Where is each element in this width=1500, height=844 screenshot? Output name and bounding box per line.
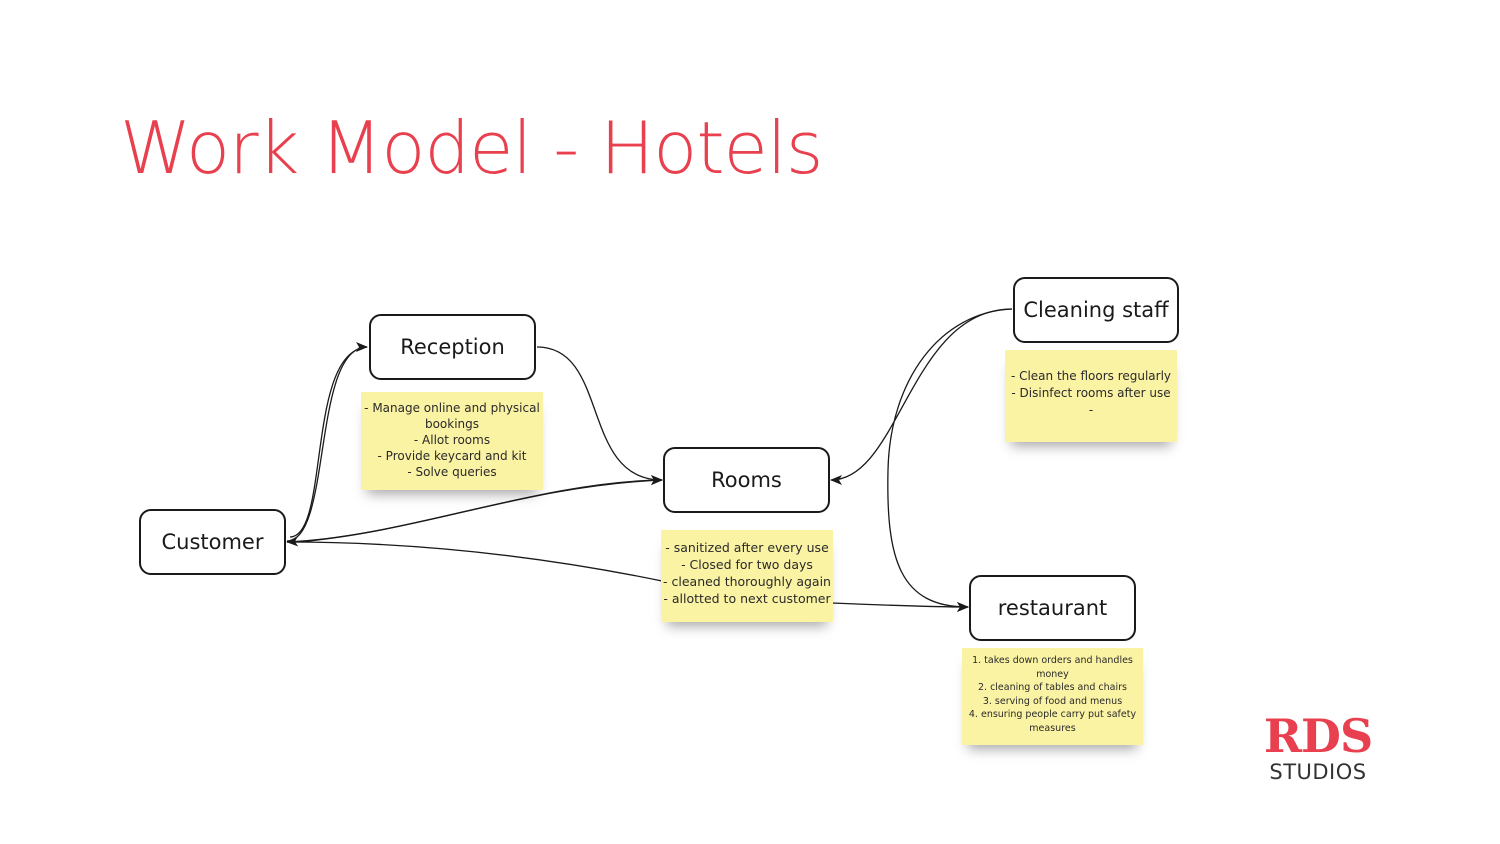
reception-label: Reception — [400, 335, 505, 359]
cleaning-staff-label: Cleaning staff — [1023, 298, 1169, 322]
cleaning-staff-note: - Clean the floors regularly - Disinfect… — [1005, 350, 1177, 442]
cleaning-staff-node[interactable]: Cleaning staff — [1013, 277, 1179, 343]
rooms-note-text: - sanitized after every use - Closed for… — [663, 540, 831, 606]
logo-subtitle: STUDIOS — [1269, 760, 1367, 784]
reception-note: - Manage online and physical bookings - … — [361, 392, 543, 490]
edge-customer-to-rooms — [296, 475, 663, 543]
cleaning-staff-note-text: - Clean the floors regularly - Disinfect… — [1010, 369, 1172, 417]
edge-cleaning-to-rooms — [830, 308, 1013, 485]
restaurant-node[interactable]: restaurant — [969, 575, 1136, 641]
edge-customer-to-reception — [286, 342, 368, 542]
reception-node[interactable]: Reception — [369, 314, 536, 380]
restaurant-note: 1. takes down orders and handles money 2… — [962, 648, 1143, 745]
rooms-label: Rooms — [711, 468, 782, 492]
edge-reception-to-rooms — [536, 346, 663, 485]
reception-note-text: - Manage online and physical bookings - … — [364, 401, 540, 479]
logo-mark: RDS — [1263, 709, 1373, 763]
restaurant-label: restaurant — [997, 596, 1108, 620]
edge-customer-to-restaurant — [286, 541, 663, 582]
edge-customer-to-reception-secondary — [289, 346, 368, 538]
rooms-note: - sanitized after every use - Closed for… — [661, 530, 833, 622]
restaurant-note-text: 1. takes down orders and handles money 2… — [968, 655, 1137, 734]
edge-cleaning-to-restaurant — [887, 308, 1013, 612]
rooms-node[interactable]: Rooms — [663, 447, 830, 513]
rds-studios-logo: RDS STUDIOS — [1262, 712, 1374, 784]
customer-label: Customer — [161, 530, 264, 554]
customer-node[interactable]: Customer — [139, 509, 286, 575]
page-title: Work Model - Hotels — [120, 106, 823, 190]
